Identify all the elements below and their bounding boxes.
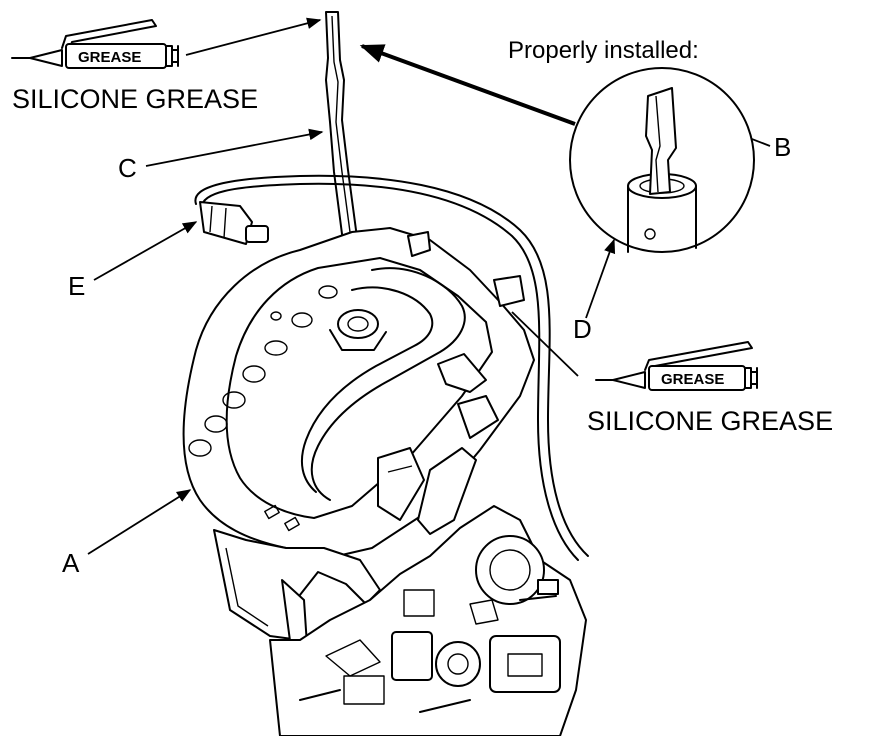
leader-d [585,238,616,319]
properly-installed-label: Properly installed: [508,37,699,64]
detail-magnifier [569,67,755,253]
callout-d: D [573,314,592,344]
grease-tube-icon-left: GREASE [11,19,179,69]
callout-a: A [62,548,80,578]
silicone-grease-label-left: SILICONE GREASE [12,84,258,114]
shift-indicator-housing [182,227,535,561]
grease-tube-text-left: GREASE [78,49,141,66]
grease-tube-text-right: GREASE [661,371,724,388]
grease-leader-right [511,311,579,377]
leader-c [145,128,324,167]
grease-arrow-to-rod-tip [185,17,322,56]
grease-tube-icon-right: GREASE [595,341,758,391]
connector-e [194,174,589,561]
detail-arrow [359,44,576,126]
lower-mechanism [213,505,587,736]
callout-e: E [68,271,85,301]
callout-c: C [118,153,137,183]
leader-a [87,489,192,555]
leader-e [93,221,198,281]
silicone-grease-label-right: SILICONE GREASE [587,406,833,436]
callout-b: B [774,132,791,162]
